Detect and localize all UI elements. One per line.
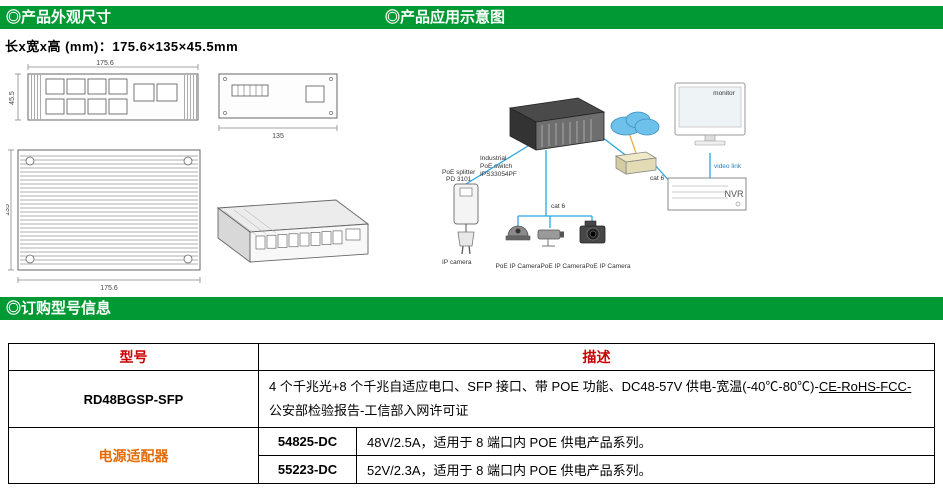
desc-text: 4 个千兆光+8 个千兆自适应电口、SFP 接口、带 POE 功能、DC48-5… xyxy=(269,379,819,394)
description-line1: 4 个千兆光+8 个千兆自适应电口、SFP 接口、带 POE 功能、DC48-5… xyxy=(269,375,924,399)
table-row: 电源适配器 54825-DC 48V/2.5A，适用于 8 端口内 POE 供电… xyxy=(8,427,935,484)
splitter-label-line2: PD 3101 xyxy=(446,176,472,183)
camera1-label: PoE IP Camera xyxy=(495,263,540,270)
camera2-label: PoE IP Camera xyxy=(540,263,585,270)
poe-splitter xyxy=(453,183,479,255)
bottom-depth-label: 135 xyxy=(6,204,11,216)
switch-label-line1: Industrial xyxy=(480,155,507,162)
monitor-label: monitor xyxy=(713,90,736,97)
video-link-label: video link xyxy=(714,163,742,170)
sfp-slots xyxy=(133,83,178,102)
front-width-label: 175.6 xyxy=(96,60,114,67)
rj45-ports xyxy=(45,78,128,115)
side-rj45-port xyxy=(305,85,325,103)
rd48bgsp-description: 4 个千兆光+8 个千兆自适应电口、SFP 接口、带 POE 功能、DC48-5… xyxy=(258,370,935,428)
description-line2: 公安部检验报告-工信部入网许可证 xyxy=(269,403,469,418)
order-section-bar: ◎订购型号信息 xyxy=(0,297,943,320)
splitter-label-line1: PoE splitter xyxy=(442,169,476,176)
section-header-bar: ◎产品外观尺寸 ◎产品应用示意图 xyxy=(0,6,943,29)
box-camera-icon xyxy=(579,220,606,244)
front-height-label: 45.5 xyxy=(9,91,16,105)
cloud-icon xyxy=(610,111,660,136)
cat6-label-2: cat 6 xyxy=(650,175,664,182)
table-row: 55223-DC 52V/2.3A，适用于 8 端口内 POE 供电产品系列。 xyxy=(9,455,935,484)
switch-label-line3: IPS33054PF xyxy=(480,171,517,178)
section-title-application: ◎产品应用示意图 xyxy=(385,9,506,26)
ordering-table: 型号 描述 RD48BGSP-SFP 4 个千兆光+8 个千兆自适应电口、SFP… xyxy=(8,343,935,484)
poe-switch xyxy=(508,97,606,151)
switch-label-line2: PoE switch xyxy=(480,163,513,170)
desc-cert-text: CE-RoHS-FCC- xyxy=(818,379,912,394)
bottom-width-label: 175.6 xyxy=(100,285,118,292)
model-55223-dc: 55223-DC xyxy=(258,455,357,484)
section-title-appearance: ◎产品外观尺寸 xyxy=(6,9,112,26)
application-diagram: Industrial PoE switch IPS33054PF monitor xyxy=(428,56,940,296)
media-converter xyxy=(614,151,658,175)
table-header-row: 型号 描述 xyxy=(8,343,935,371)
monitor: monitor xyxy=(674,82,746,146)
model-54825-dc: 54825-DC xyxy=(258,427,357,456)
cat6-label-1: cat 6 xyxy=(551,203,565,210)
model-power-adapter: 电源适配器 xyxy=(8,427,259,484)
bullet-camera-icon xyxy=(537,229,564,247)
side-view: 135 xyxy=(218,73,338,140)
ip-camera-label: IP camera xyxy=(442,259,472,266)
col-header-model: 型号 xyxy=(8,343,259,371)
dimension-drawings: 175.6 xyxy=(4,58,376,296)
section-title-ordering: ◎订购型号信息 xyxy=(6,300,112,317)
dome-camera-icon xyxy=(505,225,531,241)
model-rd48bgsp-sfp: RD48BGSP-SFP xyxy=(8,370,259,428)
nvr-label: NVR xyxy=(724,189,744,199)
desc-54825-dc: 48V/2.5A，适用于 8 端口内 POE 供电产品系列。 xyxy=(356,427,935,456)
nvr: NVR xyxy=(667,177,747,211)
application-svg: Industrial PoE switch IPS33054PF monitor xyxy=(442,82,747,270)
front-view: 175.6 xyxy=(9,60,199,121)
camera3-label: PoE IP Camera xyxy=(585,263,630,270)
drawings-svg: 175.6 xyxy=(4,60,370,292)
bottom-view: 135 175.6 xyxy=(4,149,201,292)
desc-55223-dc: 52V/2.3A，适用于 8 端口内 POE 供电产品系列。 xyxy=(356,455,935,484)
dimensions-text: 长x宽x高 (mm)：175.6×135×45.5mm xyxy=(5,39,239,54)
table-row: RD48BGSP-SFP 4 个千兆光+8 个千兆自适应电口、SFP 接口、带 … xyxy=(8,370,935,428)
perspective-view xyxy=(216,199,370,263)
col-header-desc: 描述 xyxy=(258,343,935,371)
side-depth-label: 135 xyxy=(272,133,284,140)
